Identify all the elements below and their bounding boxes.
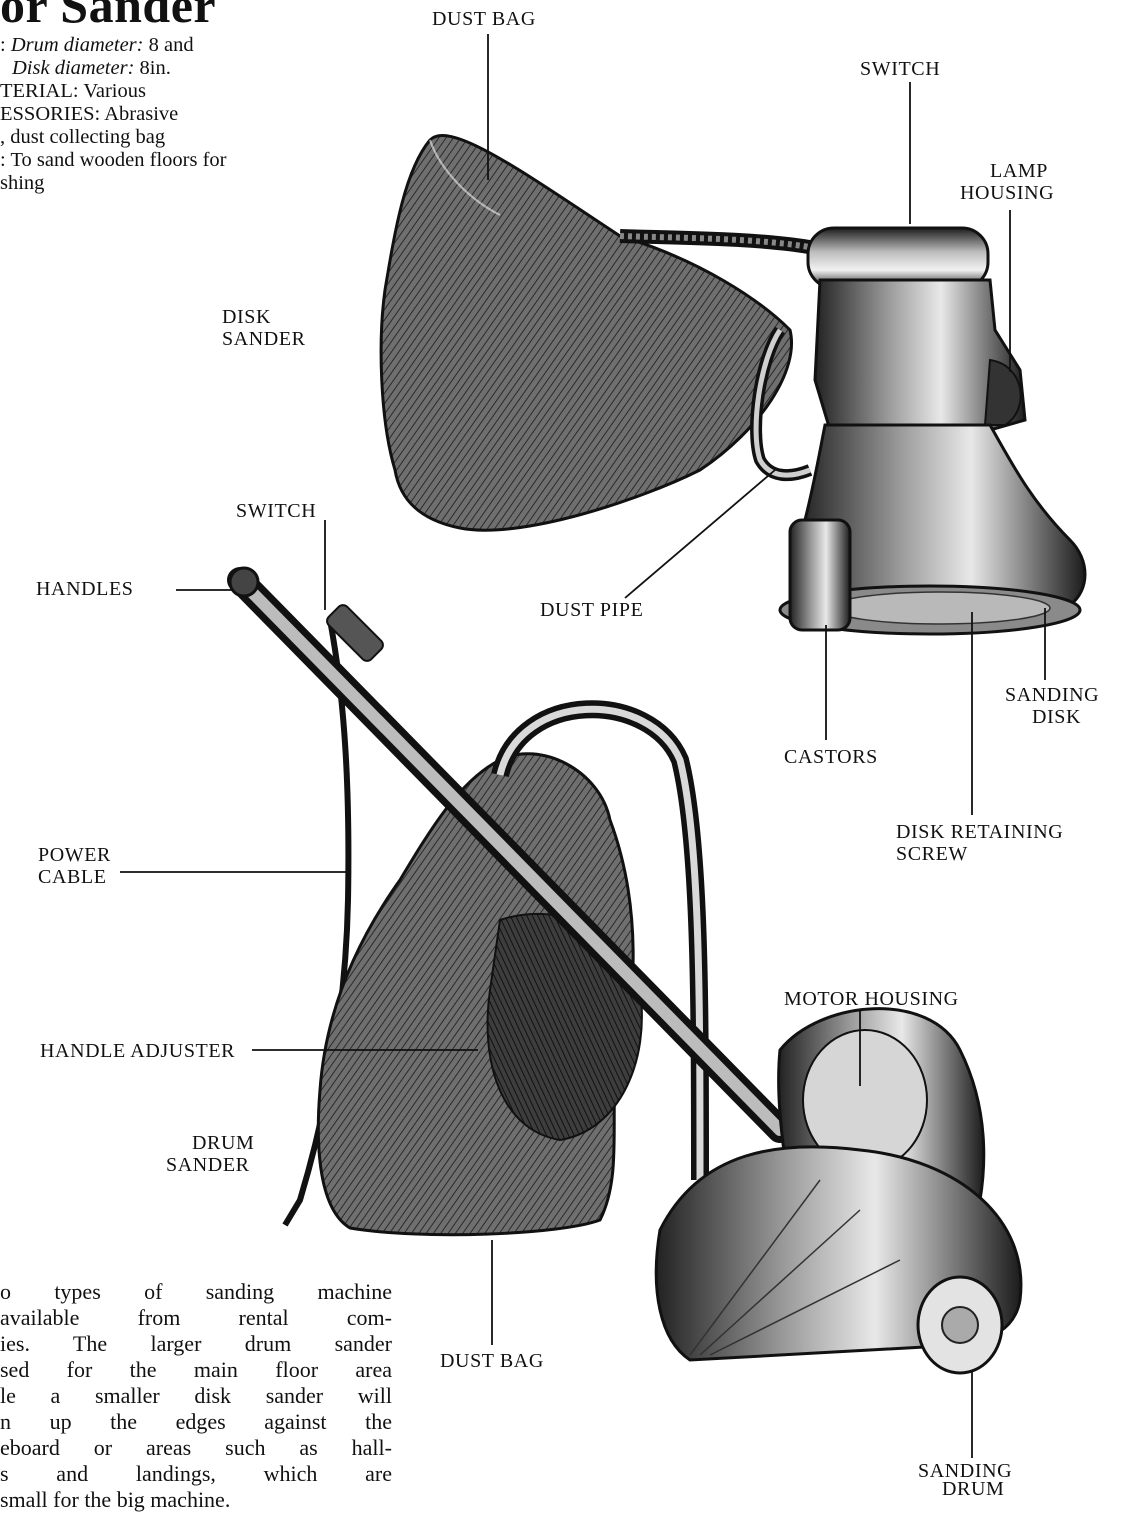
label-dust-bag-disk: DUST BAG — [432, 8, 536, 30]
body-line: available from rental com- — [0, 1305, 392, 1331]
body-paragraph: o types of sanding machine available fro… — [0, 1279, 392, 1513]
label-disk-retaining-1: DISK RETAINING — [896, 821, 1063, 843]
label-handle-adjuster: HANDLE ADJUSTER — [40, 1040, 235, 1062]
label-switch-disk: SWITCH — [860, 58, 940, 80]
label-castors: CASTORS — [784, 746, 878, 768]
label-power-cable-1: POWER — [38, 844, 111, 866]
label-disk-sander-2: SANDER — [222, 328, 306, 350]
body-line: s and landings, which are — [0, 1461, 392, 1487]
body-line: ies. The larger drum sander — [0, 1331, 392, 1357]
label-motor-housing: MOTOR HOUSING — [784, 988, 959, 1010]
disk-sander-dust-bag — [381, 136, 791, 531]
label-disk-sander-1: DISK — [222, 306, 271, 328]
label-drum-sander-1: DRUM — [192, 1132, 254, 1154]
label-power-cable-2: CABLE — [38, 866, 107, 888]
body-line: small for the big machine. — [0, 1487, 392, 1513]
disk-sander-drawing — [381, 136, 1085, 634]
label-dust-pipe: DUST PIPE — [540, 599, 643, 621]
label-sanding-drum-2: DRUM — [942, 1478, 1004, 1500]
body-line: o types of sanding machine — [0, 1279, 392, 1305]
body-line: sed for the main floor area — [0, 1357, 392, 1383]
body-line: le a smaller disk sander will — [0, 1383, 392, 1409]
label-lamp-housing-1: LAMP — [990, 160, 1048, 182]
body-line: n up the edges against the — [0, 1409, 392, 1435]
body-line: eboard or areas such as hall- — [0, 1435, 392, 1461]
label-sanding-disk-2: DISK — [1032, 706, 1081, 728]
label-disk-retaining-2: SCREW — [896, 843, 968, 865]
label-dust-bag-drum: DUST BAG — [440, 1350, 544, 1372]
label-sanding-disk-1: SANDING — [1005, 684, 1099, 706]
label-switch-drum: SWITCH — [236, 500, 316, 522]
drum-sander-drawing — [230, 568, 1021, 1373]
label-handles: HANDLES — [36, 578, 134, 600]
label-lamp-housing-2: HOUSING — [960, 182, 1054, 204]
label-drum-sander-2: SANDER — [166, 1154, 250, 1176]
